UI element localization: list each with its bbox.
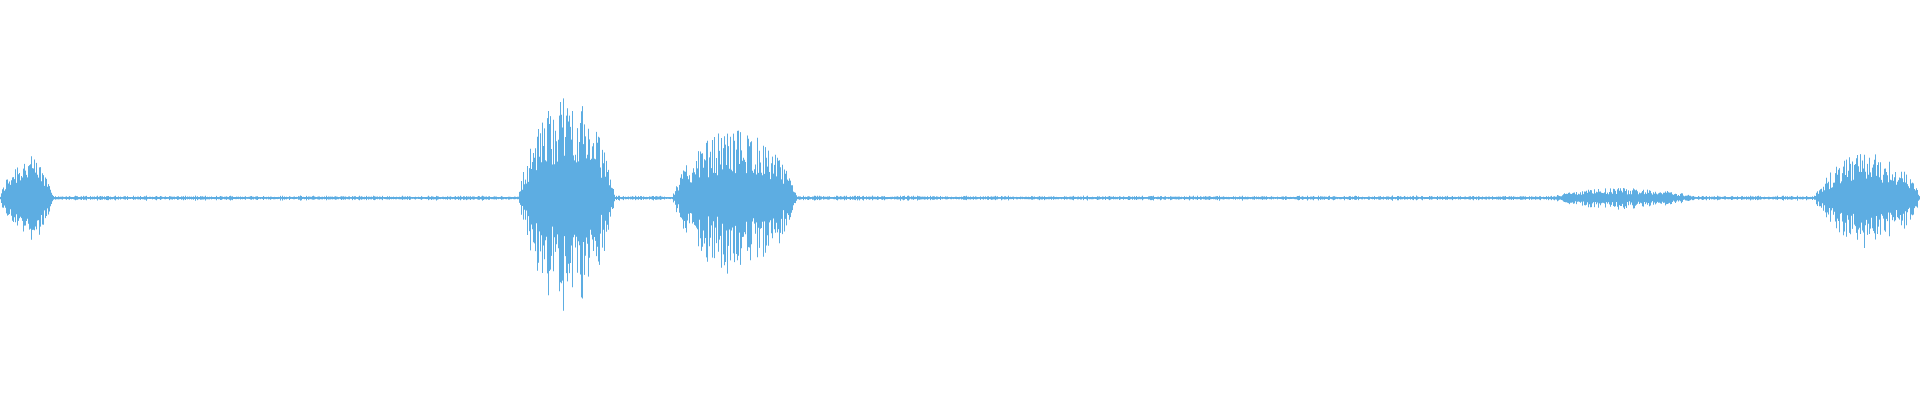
waveform-path	[0, 98, 1920, 311]
